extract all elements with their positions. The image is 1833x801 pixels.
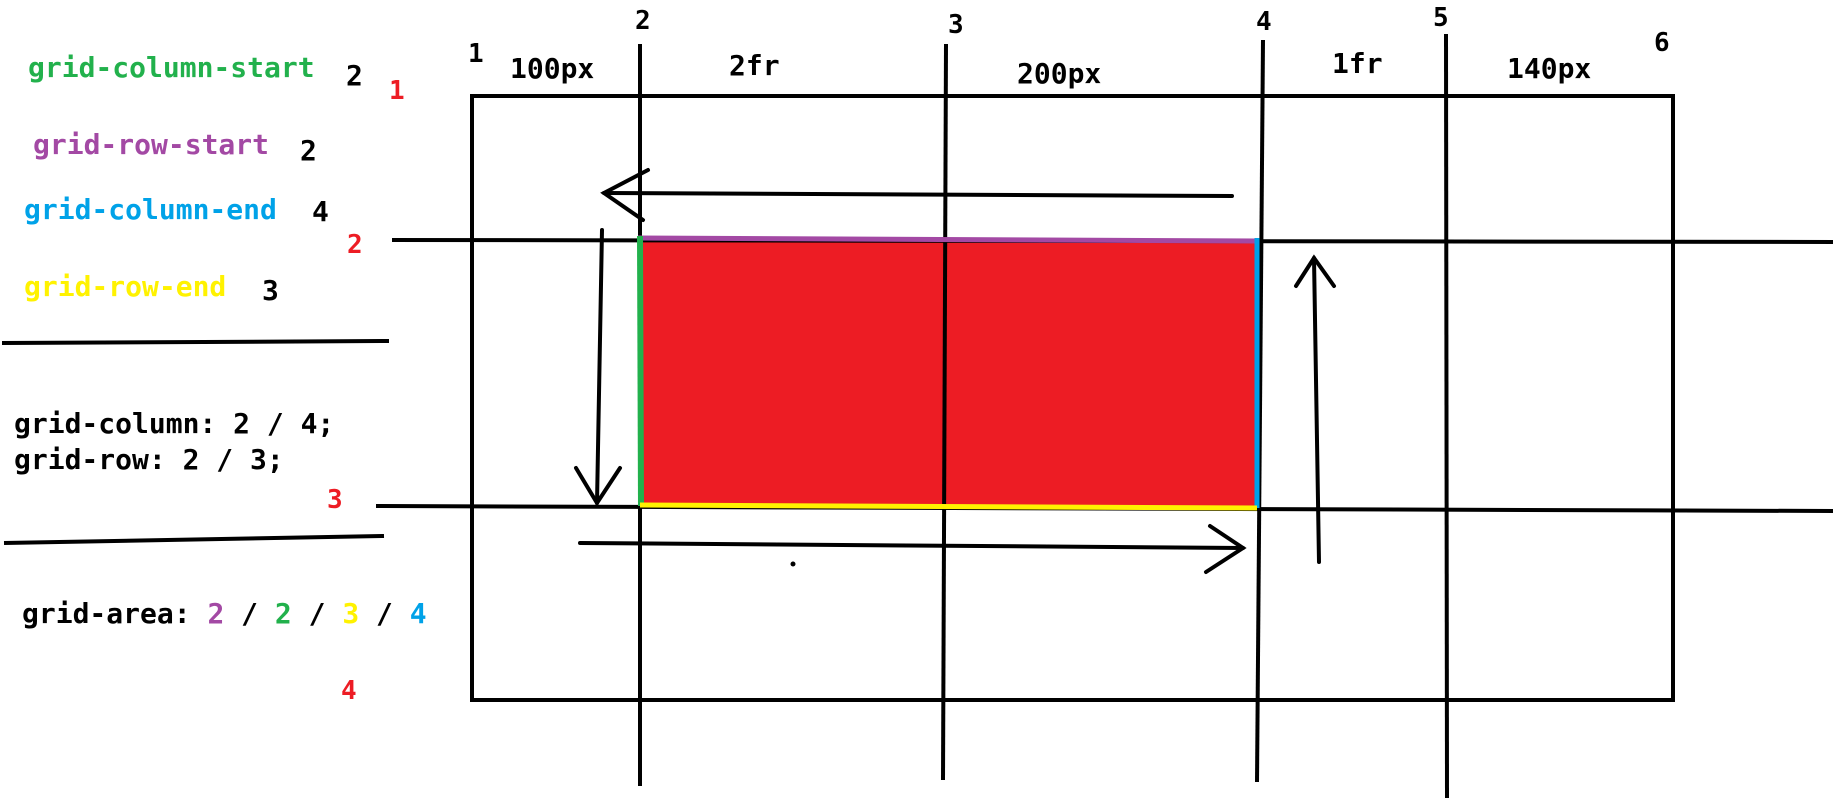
column-number-3: 3 — [948, 10, 964, 40]
arrow-right — [578, 524, 1247, 574]
arrow-down — [574, 228, 622, 507]
row-number-3: 3 — [327, 485, 343, 515]
row-number-1: 1 — [389, 76, 405, 106]
grid-item-area — [640, 239, 1256, 506]
column-line-3 — [941, 43, 948, 781]
column-number-4: 4 — [1256, 7, 1272, 37]
column-number-5: 5 — [1433, 3, 1449, 33]
pen-dot — [790, 561, 796, 567]
arrow-left — [600, 168, 1234, 222]
grid-area-row-start: 2 — [207, 597, 225, 630]
column-number-6: 6 — [1654, 28, 1670, 58]
legend-column-end-property: grid-column-end — [24, 193, 277, 226]
legend-row-end-property: grid-row-end — [24, 270, 227, 303]
shorthand-grid-column: grid-column: 2 / 4; — [14, 407, 335, 440]
grid-area-prefix: grid-area: — [22, 597, 191, 630]
column-track-1-size: 100px — [510, 52, 595, 85]
column-number-2: 2 — [635, 6, 651, 36]
grid-area-column-start: 2 — [274, 597, 292, 630]
grid-area-line: grid-area: 2 / 2 / 3 / 4 — [22, 596, 427, 632]
column-track-4-size: 1fr — [1332, 47, 1383, 80]
column-line-4 — [1255, 39, 1265, 783]
grid-area-column-end: 4 — [409, 597, 427, 630]
grid-area-separator: / — [241, 597, 259, 630]
column-start-edge — [637, 235, 644, 507]
grid-area-separator: / — [308, 597, 326, 630]
legend-column-end-value: 4 — [312, 195, 329, 228]
separator-1 — [1, 339, 390, 345]
column-number-1: 1 — [468, 39, 484, 69]
legend-column-start-value: 2 — [346, 59, 363, 92]
row-start-edge — [637, 235, 1258, 244]
row-number-4: 4 — [341, 676, 357, 706]
legend-row-start-value: 2 — [300, 134, 317, 167]
legend-column-start-property: grid-column-start — [28, 51, 315, 84]
row-number-2: 2 — [347, 230, 363, 260]
grid-area-row-end: 3 — [342, 597, 360, 630]
grid-container-outline — [470, 94, 1675, 702]
column-track-5-size: 140px — [1507, 52, 1592, 85]
legend-row-start-property: grid-row-start — [33, 128, 270, 161]
row-end-edge — [639, 502, 1258, 511]
shorthand-grid-row: grid-row: 2 / 3; — [14, 443, 284, 476]
separator-2 — [3, 534, 385, 545]
column-line-5 — [1444, 33, 1449, 799]
legend-row-end-value: 3 — [262, 274, 279, 307]
arrow-up — [1294, 254, 1336, 564]
column-track-3-size: 200px — [1017, 57, 1102, 90]
column-track-2-size: 2fr — [729, 49, 780, 82]
grid-area-separator: / — [376, 597, 393, 630]
